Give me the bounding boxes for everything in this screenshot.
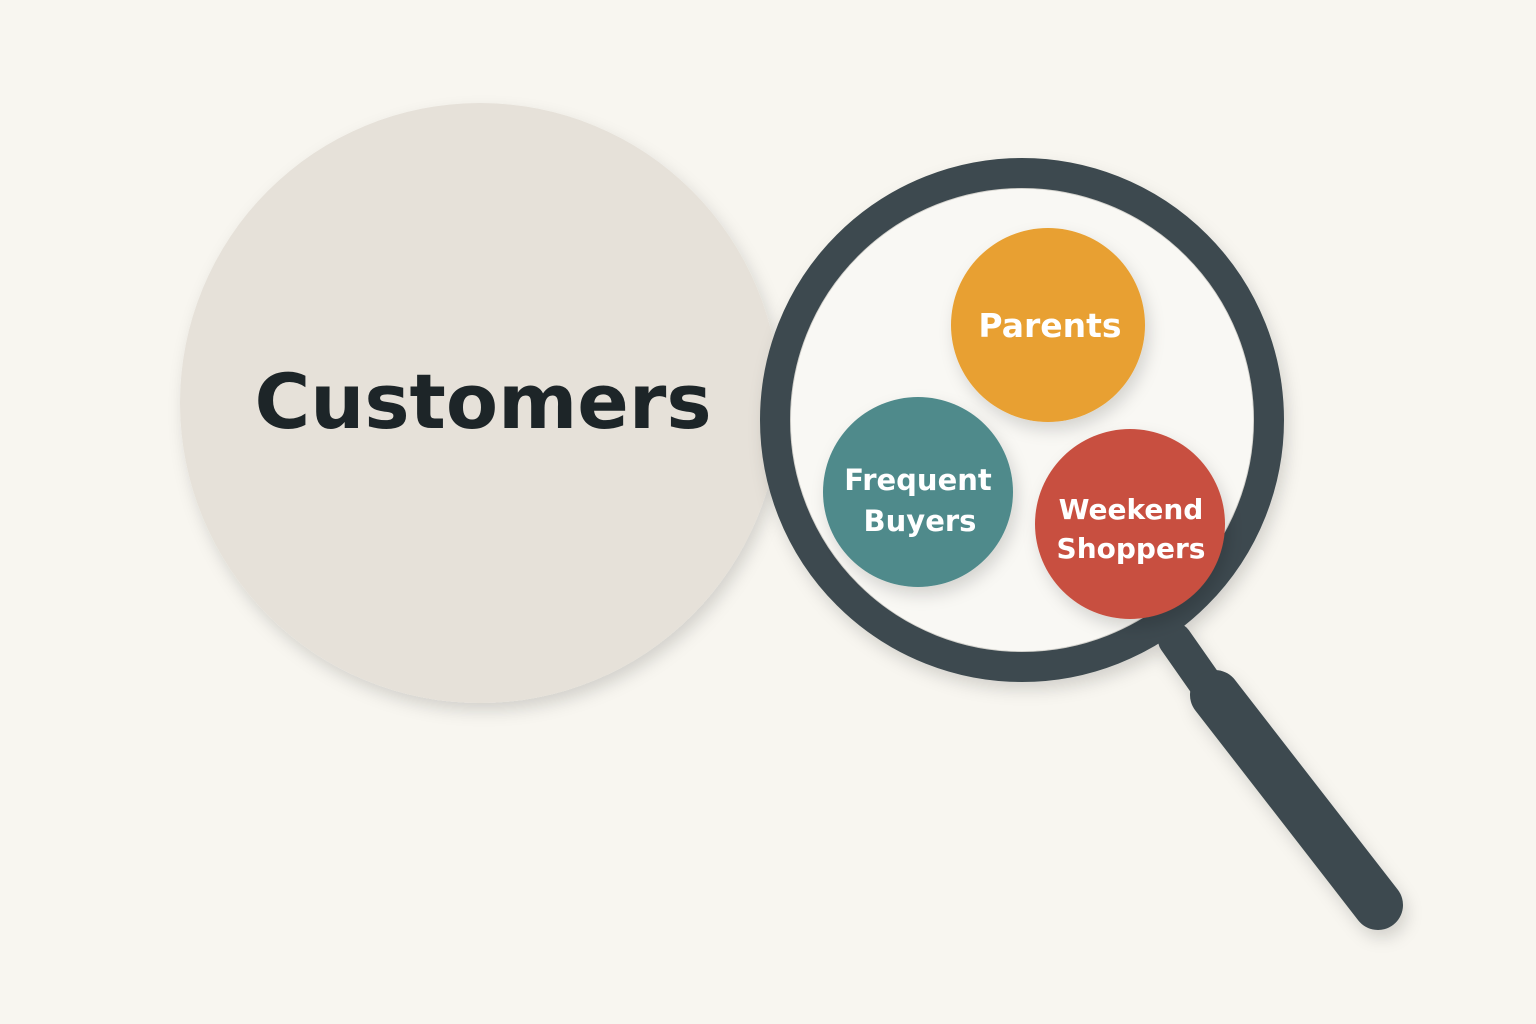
segment-label-line1: Weekend (1059, 493, 1204, 526)
segment-weekend-shoppers: Weekend Shoppers (1035, 429, 1225, 619)
segment-label-line2: Shoppers (1057, 532, 1206, 565)
segment-label-line1: Frequent (844, 463, 992, 497)
segment-label-line2: Buyers (864, 504, 977, 538)
magnifier-ring (760, 158, 1284, 682)
segment-label: Parents (978, 306, 1121, 345)
segment-frequent-buyers: Frequent Buyers (823, 397, 1013, 587)
customers-label: Customers (254, 357, 711, 446)
customers-circle: Customers (180, 103, 780, 703)
magnifier-handle (1190, 670, 1403, 930)
segment-parents: Parents (951, 228, 1145, 422)
